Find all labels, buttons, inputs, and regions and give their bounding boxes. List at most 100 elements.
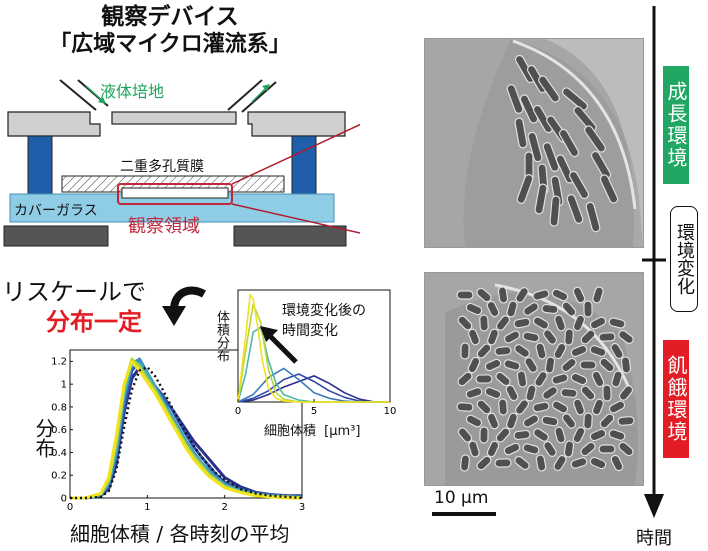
- bacterium-cell: [563, 440, 575, 458]
- bacterium-cell: [503, 359, 521, 371]
- bacterium-cell: [542, 142, 560, 172]
- main-series-5: [70, 359, 302, 500]
- bacterium-cell: [479, 426, 489, 444]
- main-ytick-label: 0.8: [51, 402, 67, 413]
- bacterium-cell: [602, 384, 612, 402]
- bacterium-cell: [479, 314, 489, 332]
- bacterium-cell: [558, 128, 580, 158]
- bacterium-cell: [514, 399, 530, 415]
- bacterium-cell: [618, 441, 634, 457]
- pillar-right: [291, 135, 317, 195]
- bacterium-cell: [514, 344, 530, 358]
- micrograph-growth: [424, 38, 644, 248]
- inset-series-5: [237, 293, 390, 403]
- micrograph-starvation: [424, 272, 644, 486]
- bacterium-cell: [495, 371, 511, 387]
- stage-left: [3, 225, 109, 247]
- bacterium-cell: [532, 316, 550, 330]
- bacterium-cell: [513, 317, 531, 329]
- bacterium-cell: [568, 170, 590, 200]
- bacterium-cell: [484, 386, 502, 400]
- bacterium-cell: [506, 84, 524, 114]
- bacterium-cell: [553, 454, 567, 472]
- time-evolution-arrow-icon: [260, 326, 298, 364]
- bacterium-cell: [476, 343, 492, 359]
- flow-arrow-right: [251, 84, 270, 103]
- region-label: 観察領域: [128, 216, 200, 237]
- main-xtick-label: 3: [299, 502, 305, 510]
- bacterium-cell: [610, 342, 624, 360]
- device-title: 観察デバイス: [101, 4, 239, 30]
- bacterium-cell: [486, 300, 500, 318]
- main-xlabel: 細胞体積 / 各時刻の平均: [70, 522, 290, 546]
- bacterium-cell: [523, 302, 539, 316]
- membrane-label: 二重多孔質膜: [120, 159, 204, 175]
- bacterium-cell: [459, 454, 471, 472]
- growth-environment-label: 成長環境: [663, 66, 689, 184]
- bacterium-cell: [542, 386, 558, 400]
- scale-bar: [432, 512, 496, 516]
- bacterium-cell: [456, 290, 474, 300]
- bacterium-cell: [468, 440, 480, 458]
- environment-change-label: 環境変化: [670, 206, 698, 312]
- inset-xtick-label: 0: [235, 406, 241, 416]
- bacterium-cell: [543, 441, 557, 457]
- top-frame-center: [111, 111, 237, 125]
- bacteria-colony-growth: [506, 54, 619, 233]
- timeline-axis: [642, 6, 666, 518]
- bacterium-cell: [532, 104, 554, 134]
- bacterium-cell: [561, 357, 577, 373]
- bacterium-cell: [608, 429, 626, 441]
- bacterium-cell: [561, 87, 589, 111]
- bacterium-cell: [551, 373, 569, 385]
- bacterium-cell: [566, 194, 584, 224]
- bacterium-cell: [589, 456, 607, 470]
- bacterium-cell: [561, 301, 577, 317]
- bacterium-cell: [457, 427, 473, 443]
- inset-xtick-label: 10: [384, 406, 397, 416]
- bacterium-cell: [561, 413, 577, 429]
- bacterium-cell: [583, 412, 593, 430]
- bacterium-cell: [535, 342, 547, 360]
- rescale-line2: 分布一定: [46, 308, 142, 336]
- bacterium-cell: [534, 183, 548, 215]
- bacterium-cell: [514, 117, 528, 149]
- bacterium-cell: [535, 454, 547, 472]
- observation-region-box: [117, 183, 233, 205]
- bacterium-cell: [465, 387, 483, 399]
- starvation-environment-label: 飢餓環境: [663, 340, 689, 458]
- bacterium-cell: [541, 415, 559, 427]
- bacterium-cell: [497, 286, 509, 304]
- bacterium-cell: [541, 303, 559, 315]
- bacterium-cell: [608, 400, 626, 414]
- bacterium-cell: [527, 131, 543, 163]
- top-frame-left: [7, 111, 101, 137]
- bacterium-cell: [503, 330, 521, 344]
- bacterium-cell: [620, 356, 632, 374]
- bacterium-cell: [494, 458, 512, 468]
- main-ytick-label: 0.4: [51, 448, 67, 459]
- bacterium-cell: [589, 345, 607, 357]
- bacterium-cell: [570, 457, 588, 469]
- bacterium-cell: [487, 328, 499, 346]
- bacterium-cell: [495, 427, 511, 443]
- bacterium-cell: [542, 329, 558, 345]
- bacterium-cell: [465, 302, 483, 316]
- zoom-line-bottom: [231, 203, 360, 234]
- bacterium-cell: [599, 357, 615, 373]
- main-ytick-label: 0: [61, 493, 67, 504]
- medium-label: 液体培地: [100, 82, 165, 101]
- bacterium-cell: [598, 332, 616, 342]
- bacterium-cell: [551, 400, 569, 414]
- bacterium-cell: [589, 428, 607, 442]
- zoom-line-top: [231, 123, 360, 185]
- bacterium-cell: [503, 442, 521, 456]
- inset-xtick-label: 5: [311, 406, 317, 416]
- inset-xunit: [μm³]: [324, 424, 361, 439]
- bacterium-cell: [476, 399, 492, 415]
- main-ytick-label: 1.2: [51, 357, 67, 368]
- bacterium-cell: [465, 414, 483, 428]
- pillar-left: [27, 135, 53, 195]
- bacterium-cell: [498, 398, 508, 416]
- bacterium-cell: [522, 331, 540, 343]
